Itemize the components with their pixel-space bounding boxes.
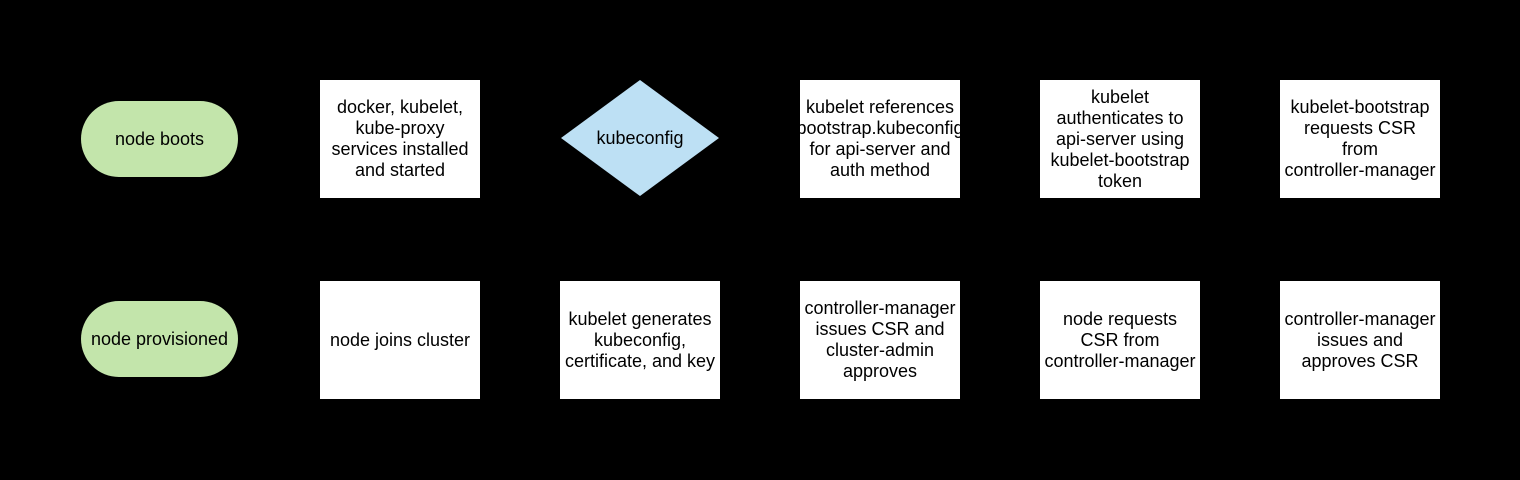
process-node-joins-cluster[interactable]: node joins cluster xyxy=(320,281,480,399)
process-node-requests-csr[interactable]: node requests CSR from controller-manage… xyxy=(1040,281,1200,399)
node-label: controller-manager issues and approves C… xyxy=(1284,308,1436,371)
node-label: docker, kubelet, kube-proxy services ins… xyxy=(331,97,469,180)
diamond-icon xyxy=(561,80,719,196)
process-kubelet-references-bootstrap-kubeconfig[interactable]: kubelet references bootstrap.kubeconfig … xyxy=(796,80,964,198)
node-label: controller-manager issues CSR and cluste… xyxy=(804,298,956,381)
process-kubelet-authenticates[interactable]: kubelet authenticates to api-server usin… xyxy=(1040,80,1200,198)
process-kubelet-bootstrap-requests-csr[interactable]: kubelet-bootstrap requests CSR from cont… xyxy=(1280,80,1440,198)
node-label: node joins cluster xyxy=(329,329,471,350)
decision-kubeconfig[interactable]: kubeconfig xyxy=(561,80,719,196)
process-services-installed[interactable]: docker, kubelet, kube-proxy services ins… xyxy=(320,80,480,198)
node-label: kubelet authenticates to api-server usin… xyxy=(1050,86,1190,191)
process-controller-manager-approves-csr[interactable]: controller-manager issues and approves C… xyxy=(1280,281,1440,399)
process-controller-manager-issues-csr[interactable]: controller-manager issues CSR and cluste… xyxy=(800,281,960,399)
node-label: kubelet generates kubeconfig, certificat… xyxy=(564,308,716,371)
node-label: node provisioned xyxy=(90,328,229,349)
node-label: node boots xyxy=(114,128,205,149)
node-label: kubeconfig xyxy=(596,127,684,148)
node-label: kubelet-bootstrap requests CSR from cont… xyxy=(1284,97,1436,180)
node-label: kubelet references bootstrap.kubeconfig … xyxy=(796,97,964,180)
node-label: node requests CSR from controller-manage… xyxy=(1044,308,1196,371)
terminal-node-provisioned[interactable]: node provisioned xyxy=(81,301,238,377)
terminal-node-boots[interactable]: node boots xyxy=(81,101,238,177)
process-kubelet-generates-kubeconfig[interactable]: kubelet generates kubeconfig, certificat… xyxy=(560,281,720,399)
